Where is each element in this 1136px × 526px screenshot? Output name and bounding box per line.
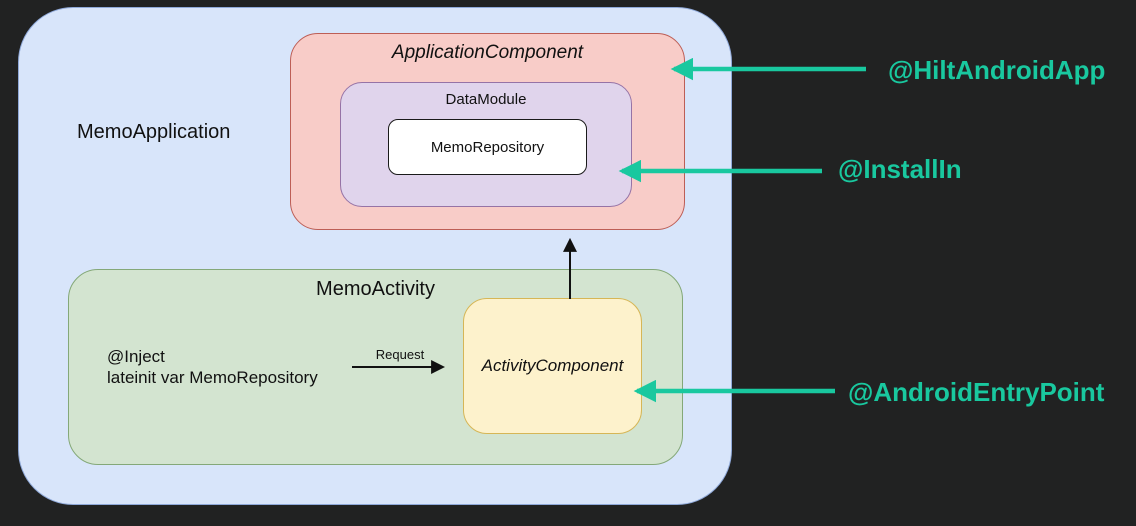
memo-application-label: MemoApplication	[77, 121, 231, 143]
request-arrow-label: Request	[375, 347, 425, 362]
hilt-android-app-annotation: @HiltAndroidApp	[888, 55, 1106, 85]
android-entry-point-annotation: @AndroidEntryPoint	[848, 377, 1105, 407]
inject-code-line1: @Inject	[107, 347, 165, 366]
inject-code-line2: lateinit var MemoRepository	[107, 368, 318, 387]
install-in-annotation: @InstallIn	[838, 154, 962, 184]
memo-activity-label: MemoActivity	[316, 278, 435, 300]
inject-code-text: @Inject lateinit var MemoRepository	[107, 346, 318, 388]
activity-component-label: ActivityComponent	[481, 356, 624, 375]
activity-component-box: ActivityComponent	[463, 298, 642, 434]
memo-repository-box: MemoRepository	[388, 119, 587, 175]
application-component-label: ApplicationComponent	[391, 42, 584, 63]
data-module-label: DataModule	[445, 91, 527, 108]
memo-repository-label: MemoRepository	[430, 138, 545, 156]
